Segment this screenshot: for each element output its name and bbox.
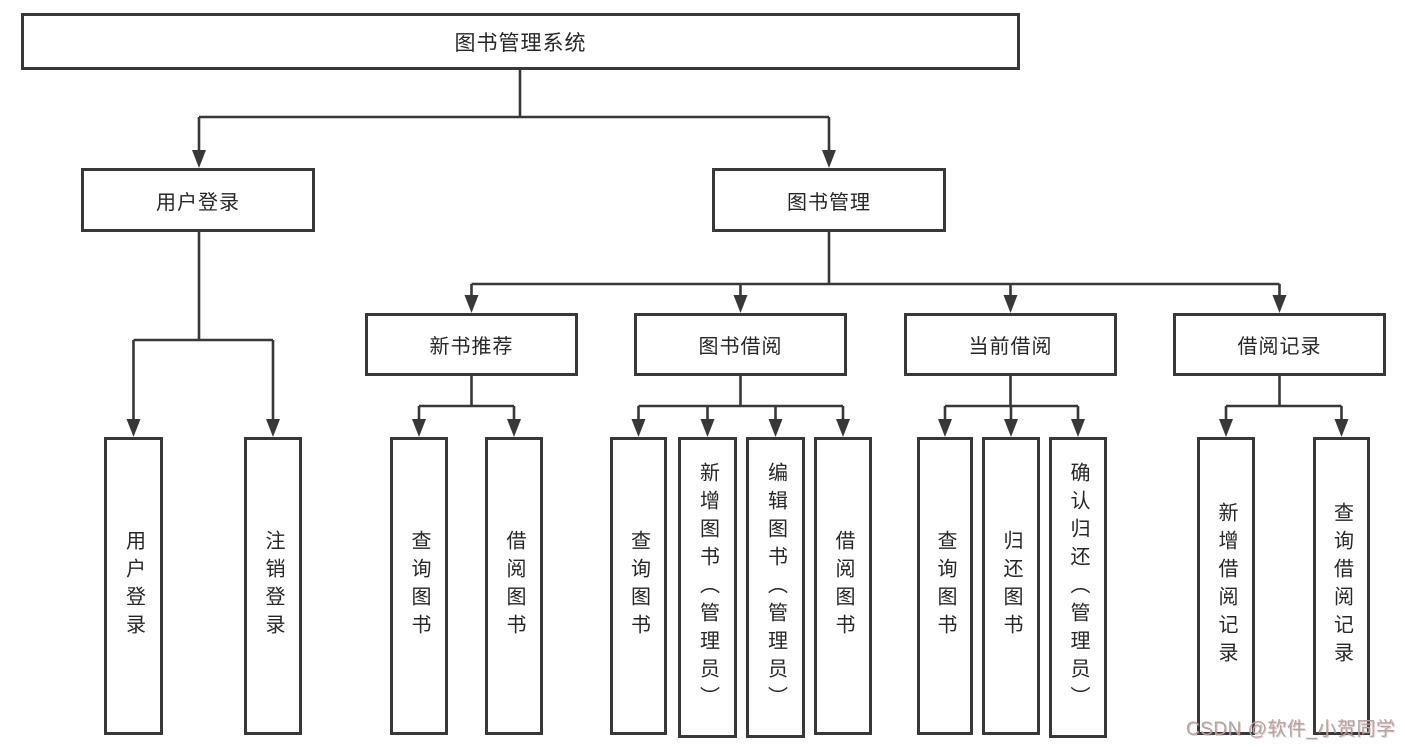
leaf-current-query-books: 查询图书: [917, 437, 973, 735]
node-current-borrowing: 当前借阅: [904, 313, 1117, 376]
leaf-logout: 注销登录: [244, 437, 302, 735]
leaf-query-borrowing-record: 查询借阅记录: [1313, 437, 1370, 735]
leaf-label: 用户登录: [122, 530, 145, 642]
leaf-label: 编辑图书（管理员）: [764, 461, 787, 714]
leaf-label: 新增图书（管理员）: [696, 461, 719, 714]
node-book-management-system: 图书管理系统: [21, 13, 1020, 70]
leaf-label: 查询图书: [934, 530, 956, 642]
node-label: 借阅记录: [1237, 336, 1322, 358]
leaf-add-borrowing-record: 新增借阅记录: [1197, 437, 1255, 735]
leaf-label: 查询图书: [627, 530, 650, 642]
leaf-label: 确认归还（管理员）: [1067, 461, 1089, 714]
node-new-book-recommendation: 新书推荐: [365, 313, 578, 376]
node-user-login: 用户登录: [81, 168, 315, 232]
leaf-label: 注销登录: [262, 530, 284, 642]
leaf-label: 新增借阅记录: [1215, 502, 1237, 670]
leaf-confirm-return-admin: 确认归还（管理员）: [1049, 437, 1107, 738]
leaf-add-book-admin: 新增图书（管理员）: [678, 437, 737, 738]
node-label: 图书借阅: [698, 336, 783, 358]
leaf-borrow-books: 借阅图书: [485, 437, 543, 735]
leaf-edit-book-admin: 编辑图书（管理员）: [746, 437, 805, 738]
node-label: 当前借阅: [968, 336, 1053, 358]
leaf-query-books: 查询图书: [390, 437, 448, 735]
leaf-label: 归还图书: [1000, 530, 1022, 642]
leaf-label: 查询图书: [408, 530, 430, 642]
node-book-borrowing: 图书借阅: [634, 313, 847, 376]
leaf-return-book: 归还图书: [982, 437, 1040, 735]
watermark-text: CSDN @软件_小贺同学: [1186, 719, 1396, 740]
arrowheads: [126, 150, 1349, 437]
leaf-label: 借阅图书: [832, 530, 854, 642]
node-book-management: 图书管理: [712, 168, 946, 232]
node-label: 用户登录: [156, 191, 240, 214]
node-borrowing-records: 借阅记录: [1173, 313, 1386, 376]
leaf-user-login: 用户登录: [104, 437, 163, 735]
leaf-borrowing-query-books: 查询图书: [610, 437, 667, 735]
node-label: 新书推荐: [429, 336, 514, 358]
leaf-borrow-book: 借阅图书: [814, 437, 872, 735]
node-label: 图书管理: [787, 191, 871, 214]
leaf-label: 借阅图书: [503, 530, 525, 642]
node-label: 图书管理系统: [454, 31, 587, 55]
leaf-label: 查询借阅记录: [1330, 502, 1353, 670]
